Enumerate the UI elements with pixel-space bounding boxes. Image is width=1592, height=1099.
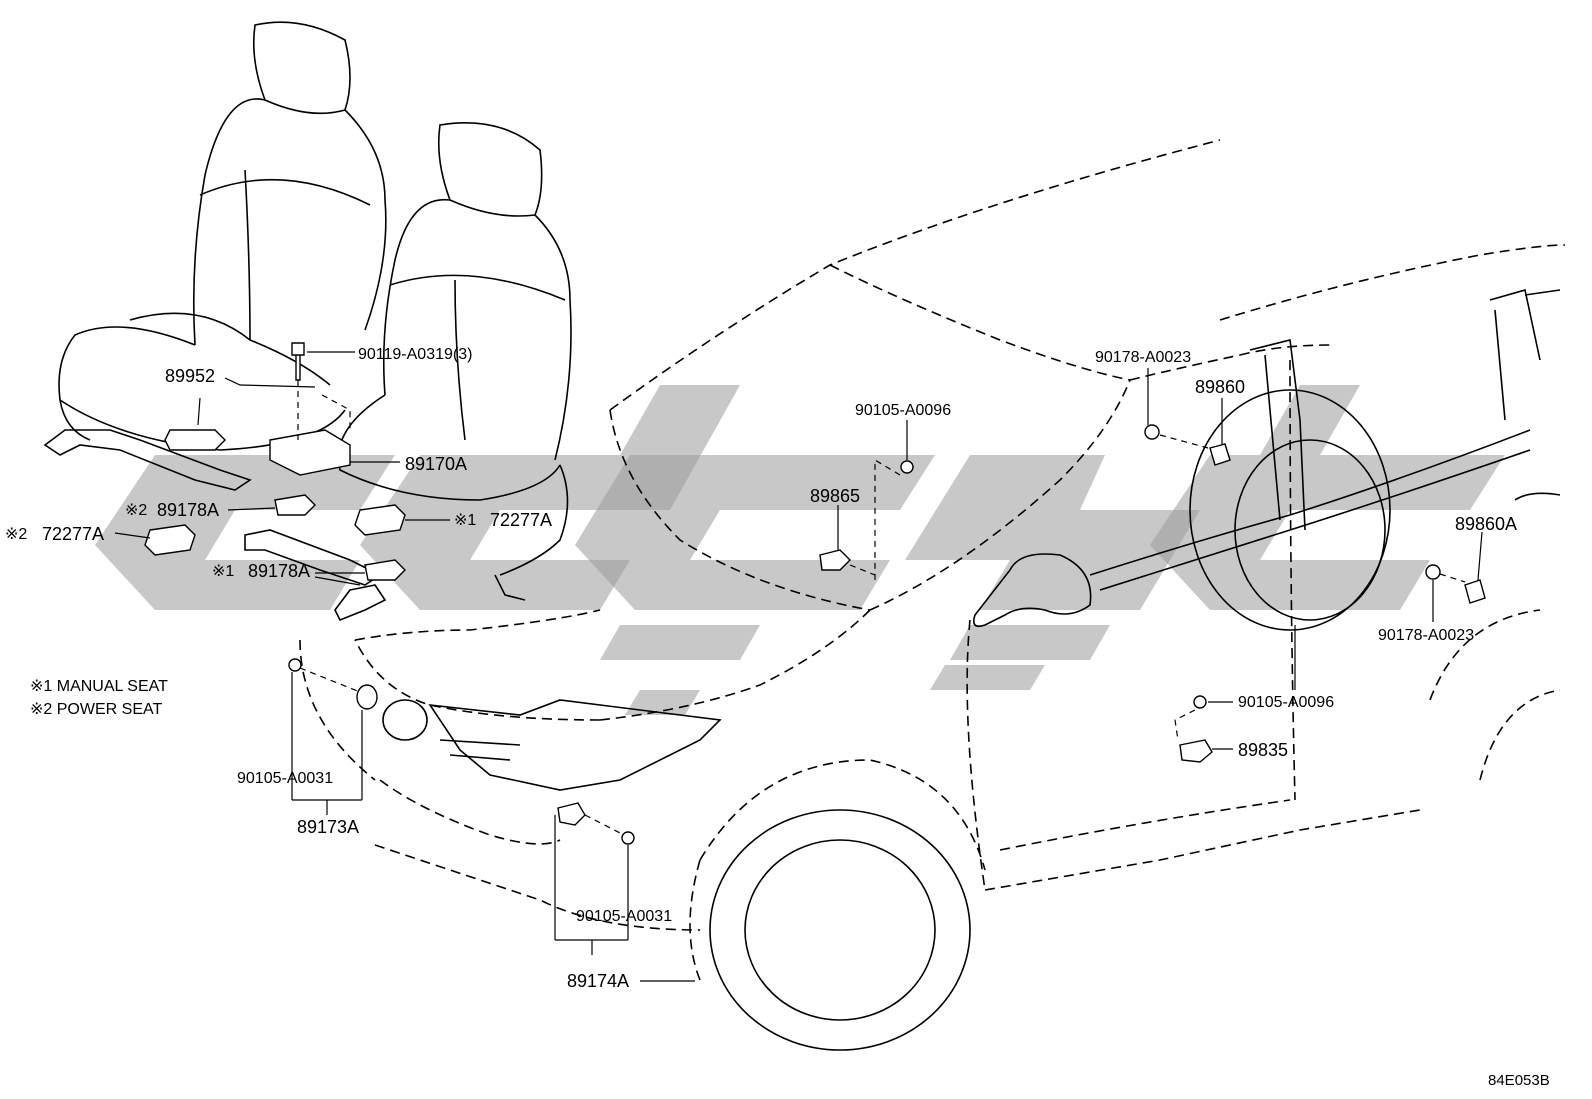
part-89865-sensor (819, 549, 851, 571)
seat-rail-drawing (43, 429, 387, 622)
label-89170A: 89170A (405, 454, 467, 474)
label-89174A: 89174A (567, 971, 629, 991)
vehicle-body-outline (299, 139, 1566, 1051)
part-89170A-ecu (269, 429, 351, 476)
part-89835-sensor (1179, 739, 1213, 763)
label-90178-A0023-upper: 90178-A0023 (1095, 349, 1191, 366)
label-89860A: 89860A (1455, 514, 1517, 534)
label-72277A-manual: 72277A (490, 510, 552, 530)
part-89178A-power (274, 494, 316, 516)
label-90105-A0031-left: 90105-A0031 (237, 770, 333, 787)
legend-notes: ※1 MANUAL SEAT ※2 POWER SEAT (30, 678, 168, 718)
note-power-seat: ※2 POWER SEAT (30, 701, 162, 718)
part-90105-A0031-bolt-left (288, 658, 302, 672)
label-90105-A0031-right: 90105-A0031 (576, 908, 672, 925)
label-mark-1-72277A: ※1 (454, 512, 476, 529)
part-89952-sensor (164, 429, 226, 451)
label-90105-A0096-upper: 90105-A0096 (855, 402, 951, 419)
part-89174A-sensor (557, 802, 586, 826)
label-mark-2-72277A: ※2 (5, 526, 27, 543)
part-90105-A0096-bolt-upper (900, 460, 914, 474)
rear-seat-drawing (58, 21, 387, 451)
front-seat-drawing (337, 122, 572, 601)
label-89178A-power: 89178A (157, 500, 219, 520)
part-90105-A0031-bolt-right (621, 831, 635, 845)
diagram-code: 84E053B (1488, 1072, 1550, 1089)
part-72277A-manual (354, 504, 406, 536)
label-89178A-manual: 89178A (248, 561, 310, 581)
parts-drawings (144, 342, 1486, 845)
note-manual-seat: ※1 MANUAL SEAT (30, 678, 168, 695)
label-89835: 89835 (1238, 740, 1288, 760)
label-mark-2-89178A: ※2 (125, 502, 147, 519)
part-89860A-sensor (1464, 579, 1486, 604)
label-72277A-power: 72277A (42, 524, 104, 544)
part-90178-A0023-clip-lower (1425, 564, 1441, 580)
part-labels: 89952 90119-A0319(3) 89170A ※2 89178A ※2… (5, 346, 1517, 991)
watermark-logo (95, 385, 1505, 715)
label-89173A: 89173A (297, 817, 359, 837)
label-90119-A0319: 90119-A0319(3) (358, 346, 472, 363)
leader-lines (114, 351, 1483, 982)
label-89860: 89860 (1195, 377, 1245, 397)
label-90178-A0023-lower: 90178-A0023 (1378, 627, 1474, 644)
part-90178-A0023-clip-upper (1144, 424, 1160, 440)
label-mark-1-89178A: ※1 (212, 563, 234, 580)
part-89860-sensor (1209, 443, 1231, 466)
part-90119-bolt (291, 342, 305, 381)
part-90105-A0096-bolt-lower (1193, 695, 1207, 709)
part-89173A-sensor (356, 684, 378, 710)
part-89178A-manual (364, 559, 406, 581)
label-90105-A0096-lower: 90105-A0096 (1238, 694, 1334, 711)
part-72277A-power (144, 524, 196, 556)
label-89952: 89952 (165, 366, 215, 386)
label-89865: 89865 (810, 486, 860, 506)
